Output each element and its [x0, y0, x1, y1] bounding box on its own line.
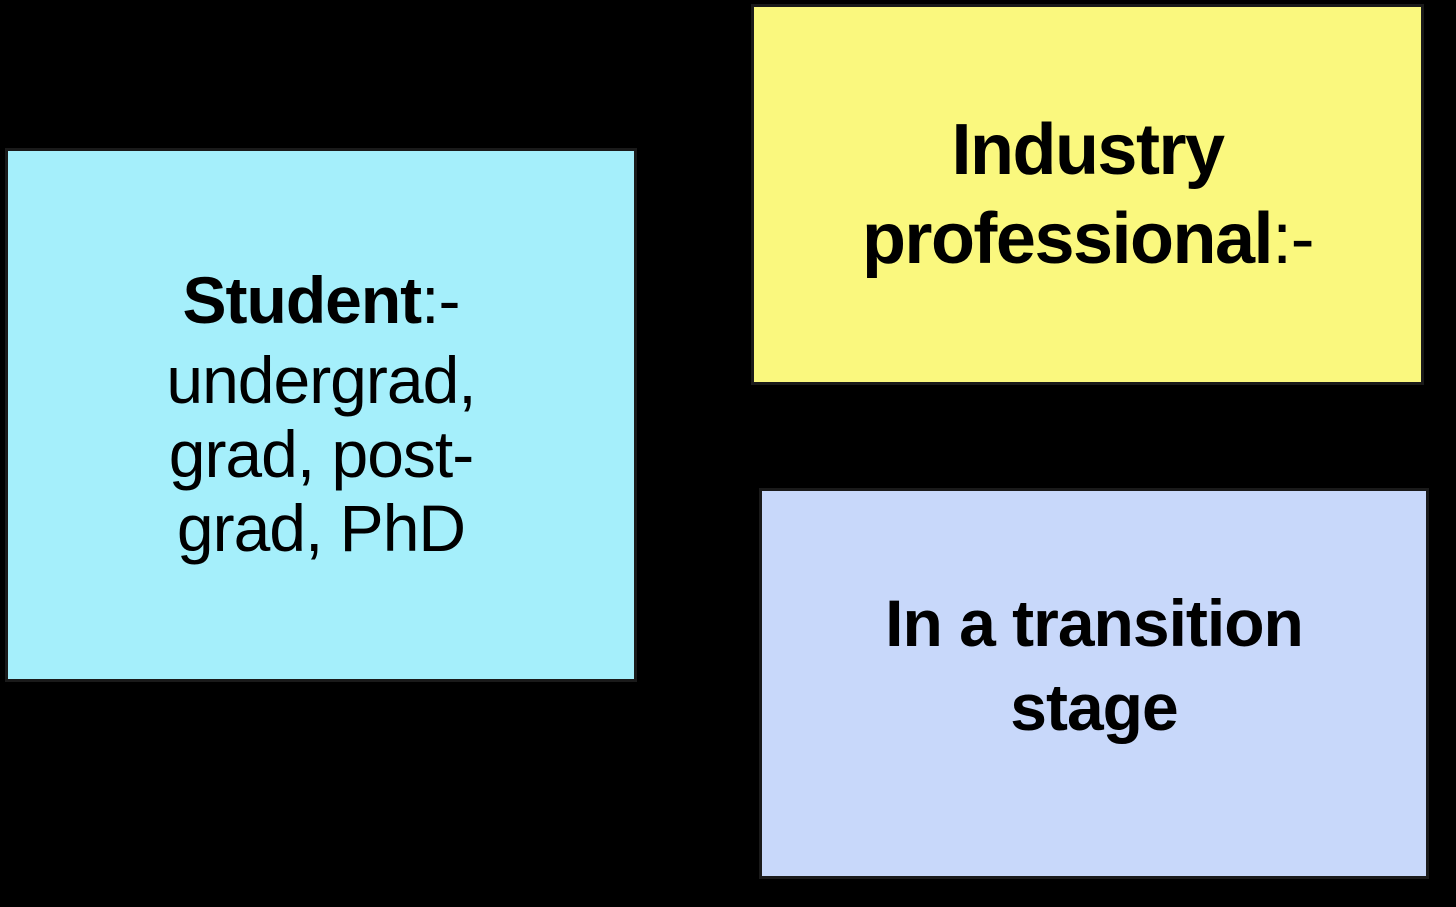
industry-professional-category-box[interactable]: Industry professional:- — [751, 4, 1424, 385]
industry-heading-line-2: professional:- — [861, 198, 1315, 280]
student-detail-line-1: undergrad, — [166, 343, 476, 418]
student-detail-line-2: grad, post- — [168, 417, 474, 491]
student-heading: Student:- — [182, 263, 461, 338]
student-category-box[interactable]: Student:- undergrad, grad, post- grad, P… — [5, 148, 637, 682]
transition-heading-line-2: stage — [1010, 669, 1178, 744]
student-heading-label: Student — [182, 263, 423, 338]
transition-stage-category-box[interactable]: In a transition stage — [759, 488, 1429, 879]
transition-heading-line-1: In a transition — [885, 586, 1304, 660]
industry-heading-label: professional — [861, 198, 1274, 279]
student-heading-colon: :- — [421, 263, 460, 338]
industry-heading-line-1: Industry — [951, 109, 1225, 190]
student-detail-line-3: grad, PhD — [176, 490, 466, 565]
industry-heading-colon: :- — [1272, 198, 1314, 279]
